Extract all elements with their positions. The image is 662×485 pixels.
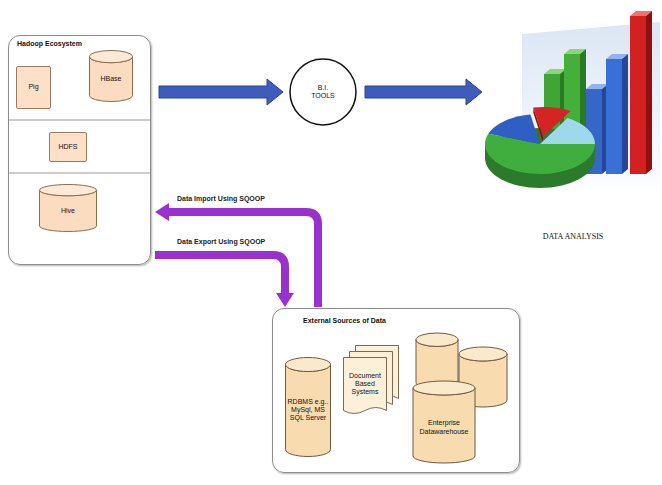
node-label: Pig (28, 83, 38, 91)
flow-arrow (365, 79, 482, 105)
cylinder-top (416, 333, 458, 346)
text-area: Hadoop Ecosystem (17, 40, 142, 48)
database-cylinder: Hive (39, 184, 97, 232)
node-label: Enterprise Datawarehouse (415, 419, 473, 435)
text-area: Hive (41, 194, 95, 228)
analysis-chart: DATA ANALYSIS (488, 4, 658, 250)
text-area: HBase (91, 60, 131, 98)
cylinder-body (286, 365, 331, 457)
separator-line (9, 120, 150, 121)
flow-arrow (159, 79, 283, 105)
storage-box: HDFS (49, 132, 87, 162)
node-shape (411, 331, 511, 466)
node-label: B.I. TOOLS (309, 84, 337, 100)
tool-circle: B.I. TOOLS (289, 58, 357, 126)
text-area: Document Based Systems (345, 361, 385, 407)
node-label: HDFS (58, 143, 77, 151)
edge-label: Data Export Using SQOOP (175, 238, 267, 246)
text-area: Enterprise Datawarehouse (415, 397, 473, 458)
circle-outline (290, 59, 356, 125)
cylinder-top (286, 358, 331, 372)
pie-chart (485, 107, 595, 188)
arrow-head (155, 203, 169, 221)
node-label: Hive (61, 207, 75, 215)
sqoop-arrow (155, 203, 318, 307)
text-area: RDBMS e.g.. MySql, MS SQL Server (287, 369, 329, 451)
text-area: HDFS (52, 135, 84, 159)
database-cylinder: HBase (89, 50, 133, 102)
database-cylinder: RDBMS e.g.. MySql, MS SQL Server (285, 357, 331, 457)
node-label: Document Based Systems (345, 372, 385, 396)
cylinder-top (40, 185, 97, 196)
text-area: Pig (19, 69, 48, 106)
cylinder-body (413, 388, 475, 463)
ecosystem-panel: Hadoop EcosystemPig HBaseHDFS Hive (8, 35, 151, 265)
arrow-head (276, 293, 294, 307)
text-area: B.I. TOOLS (309, 72, 337, 112)
arrow-shaft (168, 212, 318, 307)
panel-heading: External Sources of Data (303, 317, 386, 325)
block-arrow (159, 79, 283, 105)
separator-line (9, 173, 150, 174)
document-page (344, 358, 387, 414)
block-arrow (365, 79, 482, 105)
node-label: DATA ANALYSIS (543, 232, 604, 241)
cylinder-body (40, 190, 97, 231)
cylinder-top (459, 347, 507, 361)
text-area: DATA ANALYSIS (490, 226, 656, 248)
cylinder-body (90, 57, 133, 102)
node-label: HBase (100, 75, 121, 83)
edge-label: Data Import Using SQOOP (175, 195, 267, 203)
arrow-shaft (155, 255, 285, 294)
tool-box: Pig (16, 66, 51, 109)
node-label: RDBMS e.g.. MySql, MS SQL Server (287, 398, 329, 422)
panel-heading: Hadoop Ecosystem (17, 40, 82, 48)
text-area: External Sources of Data (303, 317, 511, 325)
chart-illustration (482, 4, 662, 216)
cylinder-top (413, 381, 475, 395)
document-stack: Document Based Systems (343, 345, 399, 415)
warehouse-cylinders: Enterprise Datawarehouse (411, 331, 511, 466)
cylinder-top (90, 51, 133, 63)
sources-panel: External Sources of DataRDBMS e.g.. MySq… (272, 308, 520, 473)
sqoop-arrow (155, 255, 294, 307)
